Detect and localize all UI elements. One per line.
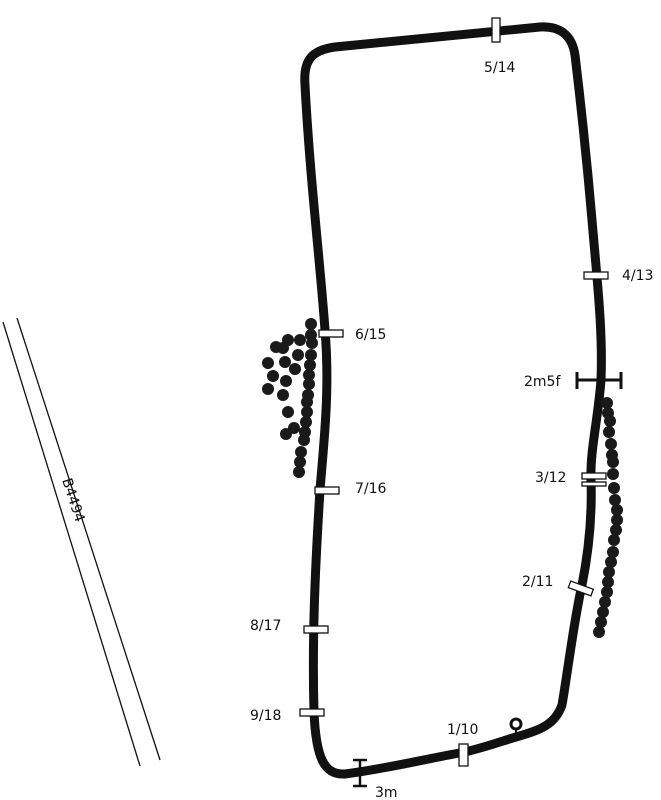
fence-dot <box>595 616 607 628</box>
fence-dot <box>305 349 317 361</box>
fence-dot <box>601 586 613 598</box>
fence-dot <box>301 396 313 408</box>
fence-dot <box>611 514 623 526</box>
marker-label-6-15: 6/15 <box>355 327 386 343</box>
fence-dot <box>280 375 292 387</box>
fence-dot <box>289 363 301 375</box>
fence-dot <box>294 456 306 468</box>
marker-label-5-14: 5/14 <box>484 60 516 76</box>
marker-label-4-13: 4/13 <box>622 268 653 284</box>
fence-dot <box>305 318 317 330</box>
marker-5-14 <box>491 17 501 43</box>
fence-dot <box>611 504 623 516</box>
fence-dot <box>300 416 312 428</box>
marker-8-17 <box>303 625 329 634</box>
marker-6-15 <box>318 329 344 338</box>
fence-dot <box>303 378 315 390</box>
fence-dot <box>610 524 622 536</box>
fence-dot <box>282 406 294 418</box>
marker-7-16 <box>314 486 340 495</box>
road-edge-left <box>2 321 141 767</box>
fence-dot <box>593 626 605 638</box>
fence-dot <box>294 334 306 346</box>
fence-dot <box>608 534 620 546</box>
winning-post-icon <box>509 717 523 739</box>
fence-dot <box>605 438 617 450</box>
start-3m-label: 3m <box>375 785 398 800</box>
start-2m5f: 2m5f <box>524 372 623 390</box>
track-outline <box>300 22 606 779</box>
fence-dot <box>608 482 620 494</box>
fence-dot <box>277 389 289 401</box>
start-3m: 3m <box>353 758 398 800</box>
marker-3-12a <box>581 472 607 480</box>
marker-4-13 <box>583 271 609 280</box>
road-edge-right <box>16 317 161 761</box>
fence-dot <box>293 466 305 478</box>
fence-dot <box>304 359 316 371</box>
fence-dot <box>603 566 615 578</box>
fence-dot <box>599 596 611 608</box>
road-b4494: B4494 <box>2 317 161 767</box>
fence-dot <box>262 383 274 395</box>
marker-label-1-10: 1/10 <box>447 722 478 738</box>
fence-dot <box>277 342 289 354</box>
fence-dot <box>609 494 621 506</box>
fence-dot <box>604 415 616 427</box>
fence-dot <box>267 370 279 382</box>
fence-dot <box>280 428 292 440</box>
fence-dot <box>306 337 318 349</box>
fence-dot <box>303 369 315 381</box>
fence-dot <box>607 456 619 468</box>
start-2m5f-label: 2m5f <box>524 374 561 390</box>
fence-dots <box>262 318 623 638</box>
fence-dot <box>603 426 615 438</box>
fence-dot <box>292 349 304 361</box>
fence-dot <box>607 546 619 558</box>
fence-dot <box>279 356 291 368</box>
fence-dot <box>607 468 619 480</box>
marker-1-10 <box>458 743 469 767</box>
fence-dot <box>298 434 310 446</box>
marker-label-2-11: 2/11 <box>522 574 553 590</box>
marker-label-7-16: 7/16 <box>355 481 387 497</box>
marker-9-18 <box>299 708 325 717</box>
marker-label-9-18: 9/18 <box>250 708 281 724</box>
marker-3-12b <box>581 481 607 487</box>
fence-dot <box>601 397 613 409</box>
marker-2-11 <box>567 580 595 597</box>
distance-markers: 1/10 2/11 3/12 4/13 5/14 6/15 7/16 8/17 … <box>250 17 653 767</box>
fence-dot <box>301 406 313 418</box>
fence-dot <box>262 357 274 369</box>
fence-dot <box>605 556 617 568</box>
fence-dot <box>602 576 614 588</box>
marker-label-8-17: 8/17 <box>250 618 281 634</box>
fence-dot <box>597 606 609 618</box>
fence-dot <box>295 446 307 458</box>
marker-label-3-12: 3/12 <box>535 470 566 486</box>
